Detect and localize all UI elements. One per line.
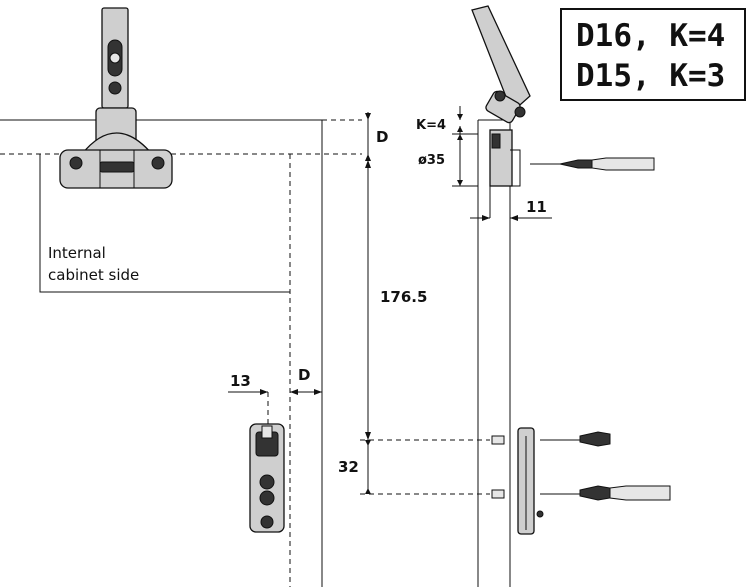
dim-d-mid-label: D (298, 366, 310, 384)
hinge-side (471, 5, 531, 187)
dim-11-label: 11 (526, 198, 547, 216)
hinge-front (59, 7, 173, 189)
variant-line-2: D15, K=3 (576, 58, 726, 94)
dim-d-top-label: D (376, 128, 388, 146)
dim-11 (470, 186, 552, 221)
dim-176-5 (365, 160, 371, 440)
variant-box: D16, K=4 D15, K=3 (560, 8, 746, 101)
dim-32 (365, 440, 371, 494)
plate-screw-lower (540, 485, 671, 501)
dim-13-label: 13 (230, 372, 251, 390)
mounting-plate-side (491, 427, 544, 535)
dim-d-mid (290, 389, 322, 395)
dim-k4-label: K=4 (416, 118, 446, 133)
dim-35 (452, 133, 478, 187)
dim-176-5-label: 176.5 (380, 288, 427, 306)
dim-32-label: 32 (338, 458, 359, 476)
internal-side-label-2: cabinet side (48, 266, 139, 284)
internal-side-label-1: Internal (48, 244, 106, 262)
hinge-screw (530, 157, 655, 171)
dim-35-label: ø35 (418, 153, 445, 168)
internal-side-frame (39, 154, 290, 293)
mounting-plate-front (249, 423, 285, 533)
variant-line-1: D16, K=4 (576, 18, 726, 54)
dim-k4 (457, 106, 463, 134)
plate-screw-upper (540, 431, 611, 447)
